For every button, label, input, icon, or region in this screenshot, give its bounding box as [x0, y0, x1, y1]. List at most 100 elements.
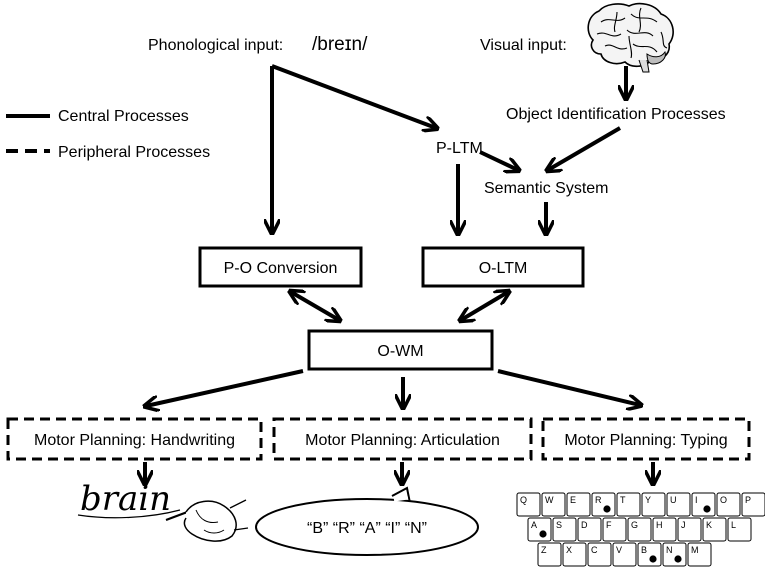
key-press-dot [703, 505, 711, 513]
arrow-pltm-to-semantic [479, 150, 518, 170]
key-c: C [587, 542, 612, 567]
phonological-input-value: /breɪn/ [312, 34, 368, 55]
speech-bubble-join [393, 496, 409, 502]
motor-handwriting-box [6, 417, 263, 461]
key-y: Y [641, 492, 666, 517]
spoken-letters: “B” “R” “A” “I” “N” [307, 520, 427, 537]
key-label: O [720, 495, 727, 505]
arrow-owm-to-handwriting [146, 369, 304, 406]
key-cap [616, 492, 641, 517]
key-cap [612, 542, 637, 567]
po-conversion-label: P-O Conversion [224, 260, 338, 277]
motor-handwriting-label: Motor Planning: Handwriting [34, 432, 235, 449]
key-f: F [602, 517, 627, 542]
object-identification-label: Object Identification Processes [506, 106, 726, 123]
key-label: Z [541, 545, 547, 555]
key-s: S [552, 517, 577, 542]
motor-articulation-label: Motor Planning: Articulation [305, 432, 500, 449]
key-i: I [691, 492, 716, 517]
key-cap [687, 542, 712, 567]
key-v: V [612, 542, 637, 567]
legend-central: Central Processes [58, 108, 189, 125]
key-label: R [595, 495, 602, 505]
key-label: J [681, 520, 686, 530]
key-cap [741, 492, 765, 517]
key-label: K [706, 520, 712, 530]
key-label: C [591, 545, 598, 555]
key-cap [677, 517, 702, 542]
arrows [145, 64, 653, 483]
key-label: X [566, 545, 572, 555]
key-label: I [695, 495, 698, 505]
key-w: W [541, 492, 566, 517]
arrow-po-owm [291, 292, 339, 320]
po-conversion-box [198, 246, 363, 288]
key-cap [587, 542, 612, 567]
key-m: M [687, 542, 712, 567]
key-o: O [716, 492, 741, 517]
key-press-dot [603, 505, 611, 513]
key-e: E [566, 492, 591, 517]
key-label: N [666, 545, 673, 555]
key-label: Y [645, 495, 651, 505]
key-cap [666, 492, 691, 517]
handwritten-word: brain [80, 479, 171, 519]
key-label: G [631, 520, 638, 530]
key-label: B [641, 545, 647, 555]
key-label: S [556, 520, 562, 530]
key-d: D [577, 517, 602, 542]
key-label: T [620, 495, 626, 505]
key-cap [516, 492, 541, 517]
motor-typing-box [541, 417, 751, 461]
key-cap [577, 517, 602, 542]
speech-bubble [255, 498, 479, 556]
key-p: P [741, 492, 765, 517]
key-cap [541, 492, 566, 517]
key-b: B [637, 542, 662, 567]
o-wm-box [307, 329, 494, 371]
key-r: R [591, 492, 616, 517]
key-label: F [606, 520, 612, 530]
key-label: D [581, 520, 588, 530]
arrow-owm-to-typing [497, 369, 640, 405]
key-h: H [652, 517, 677, 542]
writing-hand-icon [165, 499, 249, 542]
key-label: W [545, 495, 554, 505]
key-x: X [562, 542, 587, 567]
key-a: A [527, 517, 552, 542]
key-t: T [616, 492, 641, 517]
motor-typing-label: Motor Planning: Typing [564, 432, 727, 449]
key-press-dot [539, 530, 547, 538]
o-ltm-box [421, 246, 585, 288]
key-label: U [670, 495, 677, 505]
key-label: Q [520, 495, 527, 505]
p-ltm-label: P-LTM [436, 140, 483, 157]
key-k: K [702, 517, 727, 542]
key-cap [652, 517, 677, 542]
arrow-oltm-owm [461, 292, 508, 320]
o-ltm-label: O-LTM [479, 260, 528, 277]
key-label: A [531, 520, 537, 530]
key-label: H [656, 520, 663, 530]
semantic-system-label: Semantic System [484, 180, 608, 197]
key-press-dot [649, 555, 657, 563]
legend-peripheral: Peripheral Processes [58, 144, 210, 161]
arrow-phon-to-pltm [271, 64, 436, 128]
key-g: G [627, 517, 652, 542]
key-cap [641, 492, 666, 517]
key-press-dot [674, 555, 682, 563]
key-u: U [666, 492, 691, 517]
key-cap [702, 517, 727, 542]
key-cap [627, 517, 652, 542]
handwriting-underflourish [77, 509, 181, 519]
arrow-objid-to-semantic [548, 126, 622, 170]
key-label: L [731, 520, 736, 530]
o-wm-label: O-WM [377, 343, 423, 360]
key-label: V [616, 545, 622, 555]
key-cap [727, 517, 752, 542]
key-cap [552, 517, 577, 542]
phonological-input-label: Phonological input: [148, 37, 283, 54]
motor-articulation-box [272, 417, 533, 461]
